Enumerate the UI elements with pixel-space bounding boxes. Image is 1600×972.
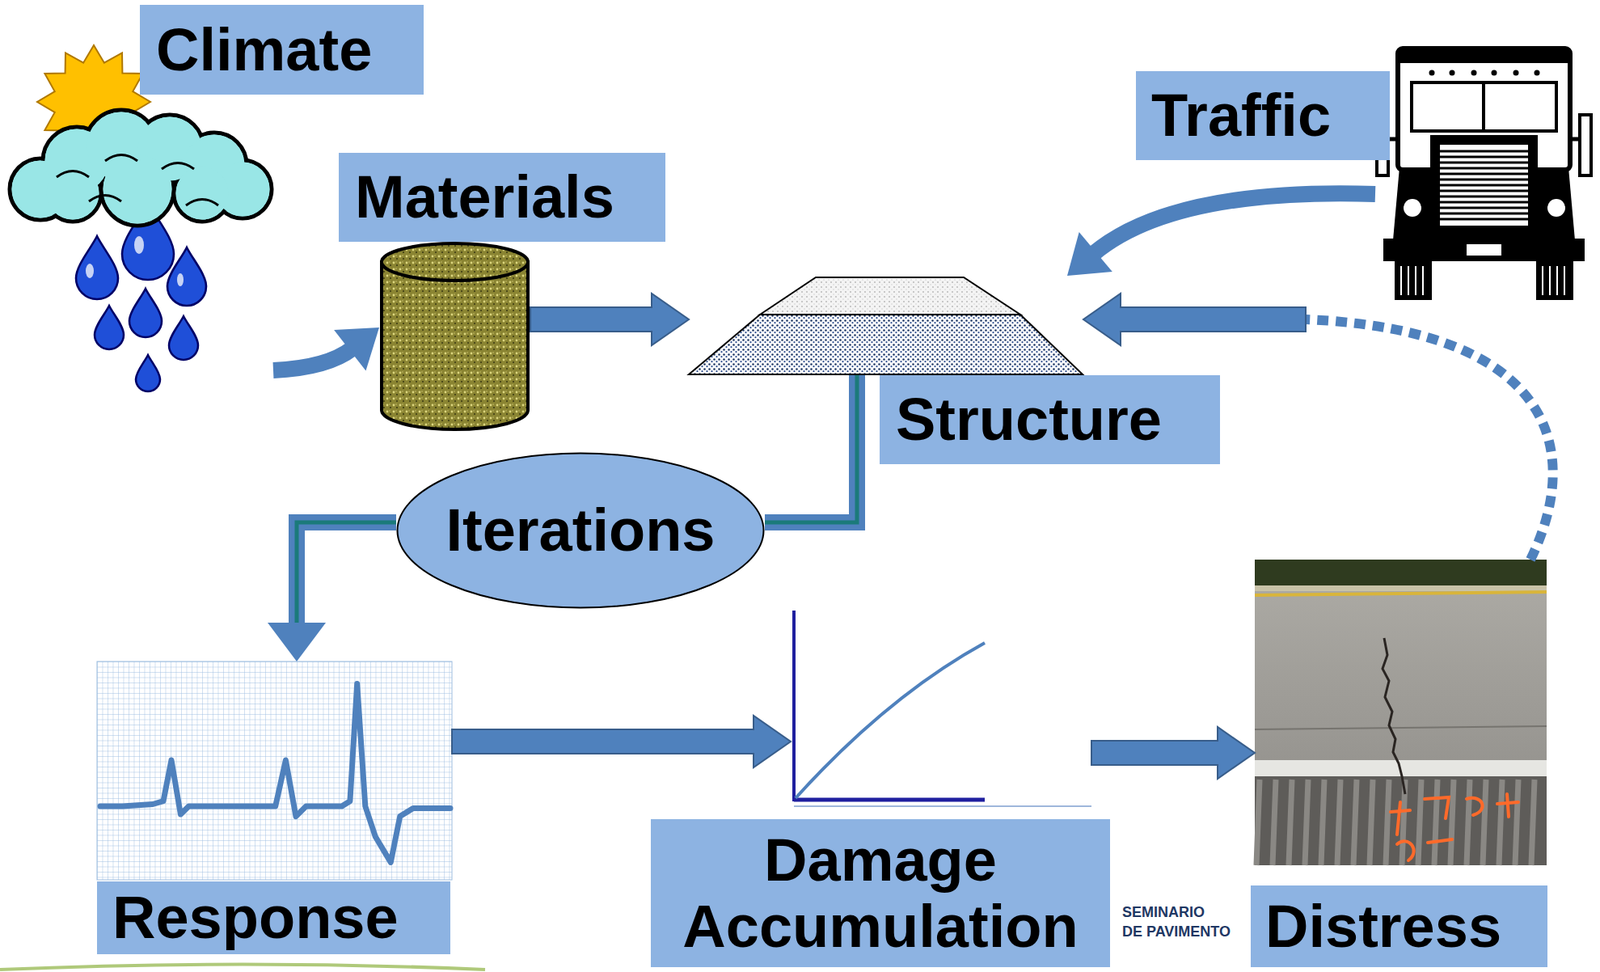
connector-core (764, 375, 857, 523)
pavement-section (688, 277, 1083, 375)
arrow-head (333, 327, 380, 372)
iteration-ellipse: Iterations (396, 451, 765, 609)
connector-arrow (1067, 193, 1376, 276)
component-node: Damage Accumulation (790, 607, 1092, 807)
truck-icon (1376, 48, 1592, 300)
decor-swoosh (0, 964, 486, 971)
arrow-head (267, 622, 326, 662)
node-label: Materials (354, 164, 615, 230)
node-label: Traffic (1151, 82, 1331, 148)
watermark-text: DE PAVIMENTO (1120, 923, 1233, 942)
label-box: Damage Accumulation (650, 818, 1111, 967)
ellipse-shape (397, 453, 765, 608)
connector-arrow (451, 715, 791, 768)
label-box: Structure (879, 375, 1221, 465)
connector-core (296, 522, 397, 626)
connector-arrow (273, 327, 380, 372)
block-arrow (451, 715, 791, 768)
block-arrow (1083, 293, 1306, 346)
node-label: Distress (1265, 893, 1502, 959)
material-cylinder (381, 243, 528, 430)
block-arrow (530, 293, 689, 346)
node-label: Structure (895, 386, 1162, 452)
curved-arrow-body (273, 348, 353, 371)
label-box: Materials (338, 152, 666, 242)
response-signal (97, 661, 452, 880)
distress-photo (1254, 559, 1547, 866)
node-label: Response (112, 884, 399, 950)
connector-arrow (764, 375, 857, 523)
component-node: Climate (8, 55, 274, 393)
connector-line (764, 375, 857, 523)
connector-arrow (530, 293, 689, 346)
damage-curve-chart (793, 610, 1092, 807)
node-label: Damage Accumulation (663, 827, 1098, 959)
component-node: Structure (688, 275, 1084, 376)
component-node: Materials (379, 241, 531, 431)
dashed-feedback-line (1305, 319, 1554, 560)
component-node: Traffic (1375, 46, 1593, 301)
climate-illustration (9, 45, 272, 392)
node-label: Climate (156, 16, 372, 83)
connector-line (296, 522, 397, 626)
component-node: Response (97, 661, 452, 880)
label-box: Traffic (1135, 71, 1390, 161)
label-box: Climate (139, 4, 424, 95)
node-label: Iterations (445, 497, 715, 563)
component-node: Distress (1254, 559, 1547, 866)
label-box: Distress (1250, 885, 1548, 967)
label-box: Response (97, 881, 451, 955)
connector-arrow (267, 522, 397, 662)
block-arrow (1091, 726, 1255, 779)
watermark-text: SEMINARIO (1120, 903, 1207, 922)
arrow-head (1067, 232, 1113, 276)
connector-arrow (1091, 726, 1255, 779)
curved-arrow-body (1093, 193, 1376, 254)
